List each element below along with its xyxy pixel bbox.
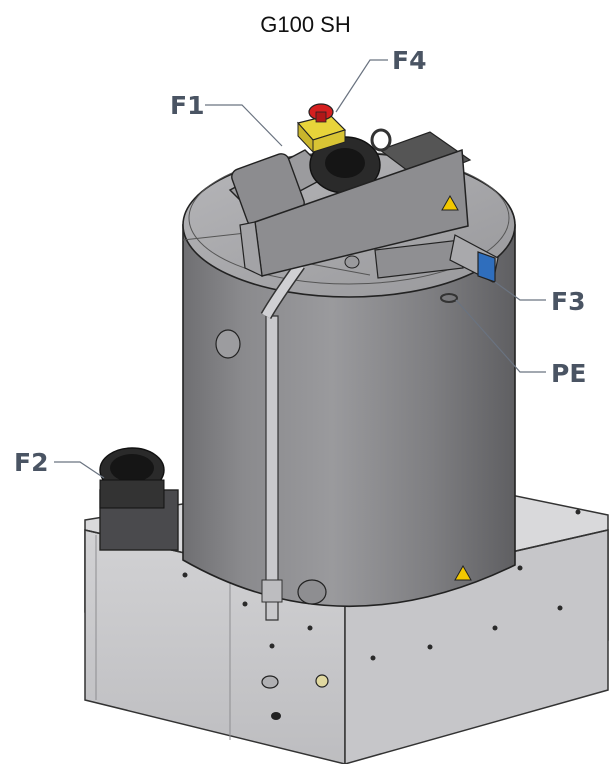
emergency-stop bbox=[296, 103, 347, 154]
side-port bbox=[215, 329, 241, 359]
leader-f4 bbox=[335, 59, 388, 113]
indicator-fitting bbox=[315, 674, 329, 688]
sensor-bracket bbox=[344, 234, 499, 283]
callout-f4: F4 bbox=[392, 46, 426, 75]
guard-panel bbox=[239, 148, 469, 278]
bottom-port bbox=[297, 579, 327, 605]
leader-lines bbox=[54, 59, 546, 479]
diagram-title: G100 SH bbox=[260, 12, 351, 37]
blower-unit bbox=[99, 447, 179, 551]
leader-f2 bbox=[54, 461, 105, 479]
drain-fitting bbox=[261, 675, 279, 689]
base-screw bbox=[271, 712, 281, 720]
base-bolts bbox=[117, 509, 581, 661]
callout-f2: F2 bbox=[14, 448, 48, 477]
lifting-eye bbox=[370, 128, 392, 152]
leader-f3 bbox=[494, 281, 546, 301]
pe-terminal bbox=[440, 293, 458, 303]
warning-label-tank bbox=[454, 564, 472, 581]
callout-f3: F3 bbox=[551, 287, 585, 316]
callout-f1: F1 bbox=[170, 91, 204, 120]
vertical-pipe bbox=[260, 261, 305, 621]
warning-label-guard bbox=[441, 194, 459, 211]
leader-pe bbox=[455, 299, 546, 373]
callout-pe: PE bbox=[551, 359, 586, 388]
junction-box bbox=[477, 251, 496, 283]
leader-f1 bbox=[205, 104, 283, 147]
